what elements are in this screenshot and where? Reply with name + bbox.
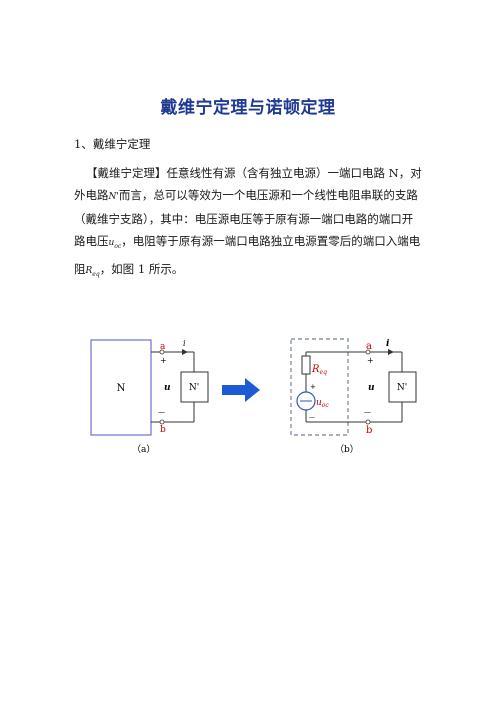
thevenin-dashed-box [290, 338, 349, 436]
node-a-label: a [160, 342, 166, 352]
para-line-4: 路电压uoc，电阻等于原有源一端口电路独立电源置零后的端口入端电 [74, 230, 426, 258]
current-arrow-b [388, 349, 394, 355]
current-label-a: i [183, 339, 186, 348]
uoc-label: uoc [316, 398, 329, 409]
caption-a: （a） [132, 444, 155, 455]
para-line-5b: ，如图 1 所示。 [99, 261, 184, 276]
para-line-2: 外电路N'而言，总可以等效为一个电压源和一个线性电阻串联的支路 [74, 184, 426, 208]
circuit-b: Req + uoc — i a b + — u N' （b） [290, 338, 417, 455]
terminal-b-bottom [365, 419, 371, 425]
voltage-label-b: u [368, 383, 375, 393]
box-n-label: N [117, 383, 126, 394]
load-label-b: N' [397, 383, 407, 393]
symbol-n-prime: N' [108, 192, 119, 202]
minus-a: — [158, 408, 165, 416]
source-minus: — [309, 414, 315, 421]
source-plus: + [310, 383, 316, 391]
para-line-1: 【戴维宁定理】任意线性有源（含有独立电源）一端口电路 N，对 [86, 166, 422, 180]
symbol-uoc: uoc [108, 238, 122, 250]
para-line-4a: 路电压 [74, 234, 109, 248]
minus-b: — [364, 408, 371, 416]
current-label-b: i [386, 339, 390, 349]
req-label: Req [311, 364, 327, 376]
node-b-label-b: b [366, 425, 372, 436]
plus-b: + [367, 356, 374, 365]
para-line-2a: 外电路 [74, 188, 109, 202]
load-box-b [388, 371, 417, 403]
equivalence-arrow [222, 378, 260, 402]
voltage-label-a: u [164, 383, 171, 393]
current-arrow-a [182, 349, 188, 355]
load-box-a [180, 371, 209, 403]
para-line-2b: 而言，总可以等效为一个电压源和一个线性电阻串联的支路 [118, 188, 418, 202]
para-line-5: 阻Req，如图 1 所示。 [74, 258, 426, 286]
terminal-a-top [159, 349, 165, 355]
para-line-4b: ，电阻等于原有源一端口电路独立电源置零后的端口入端电 [121, 234, 421, 248]
arrow-head [245, 378, 260, 402]
resistor-req [301, 355, 311, 375]
arrow-shaft [222, 385, 247, 395]
section-heading: 1、戴维宁定理 [74, 137, 151, 151]
caption-b: （b） [335, 444, 359, 455]
symbol-req: Req [85, 265, 100, 278]
box-n [90, 339, 152, 436]
node-b-label: b [160, 425, 166, 435]
page-title: 戴维宁定理与诺顿定理 [160, 98, 336, 118]
theorem-paragraph: 【戴维宁定理】任意线性有源（含有独立电源）一端口电路 N，对 外电路N'而言，总… [74, 162, 426, 286]
plus-a: + [160, 356, 167, 365]
node-a-label-b: a [366, 341, 372, 352]
terminal-b-top [365, 349, 371, 355]
load-label-a: N' [189, 383, 199, 393]
para-line-3: （戴维宁支路），其中：电压源电压等于原有源一端口电路的端口开 [74, 212, 414, 226]
circuit-a: N i a b + — u N' （a） [90, 339, 209, 455]
para-line-5a: 阻 [74, 261, 86, 276]
terminal-a-bottom [159, 419, 165, 425]
